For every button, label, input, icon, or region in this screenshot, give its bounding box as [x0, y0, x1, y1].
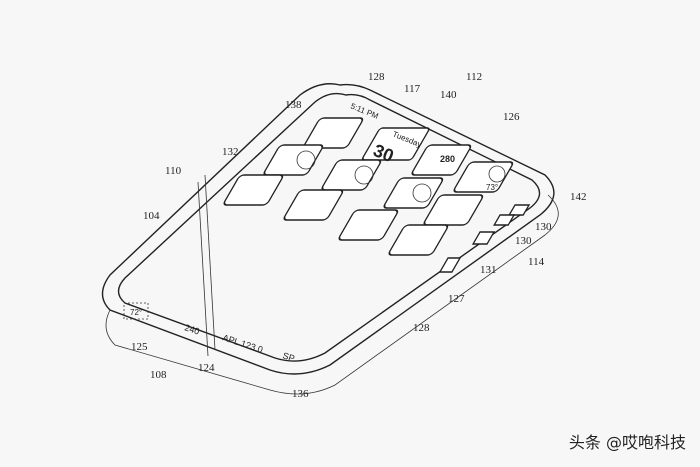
messages-icon — [303, 117, 364, 149]
ref-127: 127 — [448, 293, 465, 305]
calendar-icon — [361, 127, 430, 161]
ref-125: 125 — [131, 341, 148, 353]
highway-label: 280 — [440, 154, 455, 164]
ref-130-lower: 130 — [515, 235, 532, 247]
weather-icon — [453, 161, 514, 193]
device-outline — [101, 83, 559, 395]
side-button-lower — [493, 214, 516, 226]
side-button-upper — [508, 204, 531, 216]
ref-124: 124 — [198, 362, 215, 374]
mail-icon — [283, 189, 344, 221]
clock-face-icon — [296, 150, 316, 170]
app-grid — [223, 117, 514, 256]
ref-140: 140 — [440, 89, 457, 101]
bottom-temp-label: 72° — [130, 308, 142, 317]
ref-108: 108 — [150, 369, 167, 381]
sun-icon — [488, 165, 506, 183]
temp-widget-box — [123, 302, 149, 320]
ticker-label: APL 123.0 — [221, 332, 264, 354]
highway-icon — [411, 144, 472, 176]
ref-138: 138 — [285, 99, 302, 111]
ref-142: 142 — [570, 191, 587, 203]
counter-label: 240 — [183, 322, 200, 336]
ref-117: 117 — [404, 83, 421, 95]
ref-112: 112 — [466, 71, 482, 83]
ref-136: 136 — [292, 388, 309, 400]
ref-126: 126 — [503, 111, 520, 123]
watermark: 头条 @哎咆科技 — [568, 433, 686, 452]
ref-114: 114 — [528, 256, 545, 268]
index-label: SP — [281, 350, 296, 363]
ref-128-top: 128 — [368, 71, 385, 83]
side-icon — [438, 257, 462, 273]
side-buttons — [438, 204, 531, 273]
weather-temp-label: 73° — [486, 183, 498, 192]
ref-132: 132 — [222, 146, 239, 158]
reference-numerals: 128 112 117 140 138 126 132 110 104 142 … — [131, 71, 587, 400]
ref-104: 104 — [143, 210, 160, 222]
ref-110: 110 — [165, 165, 182, 177]
ref-131: 131 — [480, 264, 497, 276]
camera-icon — [338, 209, 399, 241]
side-wifi-icon — [471, 231, 496, 245]
ref-128-lower: 128 — [413, 322, 430, 334]
ref-130-upper: 130 — [535, 221, 552, 233]
music-glyph-icon — [412, 183, 432, 203]
maps-glyph-icon — [354, 165, 374, 185]
phone-icon — [388, 224, 449, 256]
video-icon — [223, 174, 284, 206]
